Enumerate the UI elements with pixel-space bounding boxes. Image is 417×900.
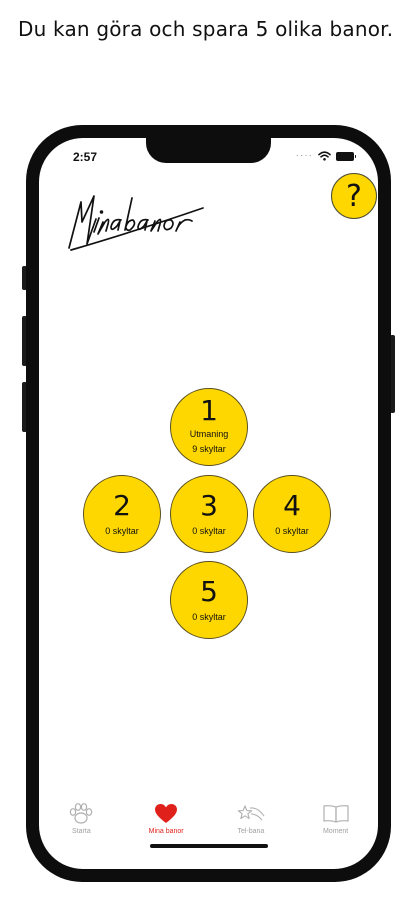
- course-sign-count: 0 skyltar: [275, 526, 309, 536]
- course-number: 2: [113, 489, 131, 522]
- battery-icon: [336, 151, 356, 161]
- course-3-button[interactable]: 3 0 skyltar: [170, 475, 248, 553]
- volume-up-button: [22, 316, 27, 366]
- status-time: 2:57: [73, 150, 98, 164]
- shooting-star-icon: [236, 802, 266, 826]
- power-button: [390, 335, 395, 413]
- course-number: 3: [200, 489, 218, 522]
- course-sign-count: 0 skyltar: [105, 526, 139, 536]
- volume-down-button: [22, 382, 27, 432]
- course-number: 4: [283, 489, 301, 522]
- tab-tel-bana[interactable]: Tel-bana: [209, 802, 294, 842]
- tab-label: Mina banor: [148, 828, 184, 835]
- book-icon: [321, 802, 351, 826]
- caption: Du kan göra och spara 5 olika banor.: [18, 17, 394, 41]
- tab-mina-banor[interactable]: Mina banor: [124, 802, 209, 842]
- heart-icon: [154, 802, 178, 826]
- phone-frame: 2:57 ····: [26, 125, 391, 882]
- tab-label: Starta: [72, 828, 91, 835]
- course-sign-count: 9 skyltar: [192, 443, 226, 454]
- course-2-button[interactable]: 2 0 skyltar: [83, 475, 161, 553]
- course-number: 1: [200, 393, 218, 427]
- course-5-button[interactable]: 5 0 skyltar: [170, 561, 248, 639]
- course-1-button[interactable]: 1 Utmaning 9 skyltar: [170, 388, 248, 466]
- home-indicator: [150, 844, 268, 848]
- mute-switch: [22, 266, 27, 290]
- signal-dots-icon: ····: [295, 150, 313, 161]
- tab-starta[interactable]: Starta: [39, 802, 124, 842]
- course-sign-count: 0 skyltar: [192, 526, 226, 536]
- course-name: Utmaning: [189, 428, 229, 439]
- notch: [146, 138, 271, 163]
- status-icons: ····: [295, 150, 356, 162]
- paw-icon: [66, 802, 96, 826]
- mina-banor-logo: [68, 195, 204, 251]
- help-button[interactable]: ?: [331, 173, 377, 219]
- tab-label: Tel-bana: [237, 828, 265, 835]
- wifi-icon: [318, 151, 331, 161]
- course-4-button[interactable]: 4 0 skyltar: [253, 475, 331, 553]
- app-screen: 2:57 ····: [39, 138, 378, 869]
- course-sign-count: 0 skyltar: [192, 612, 226, 622]
- tab-bar: Starta Mina banor: [39, 802, 378, 842]
- course-number: 5: [200, 575, 218, 608]
- tab-label: Moment: [322, 828, 349, 835]
- tab-moment[interactable]: Moment: [293, 802, 378, 842]
